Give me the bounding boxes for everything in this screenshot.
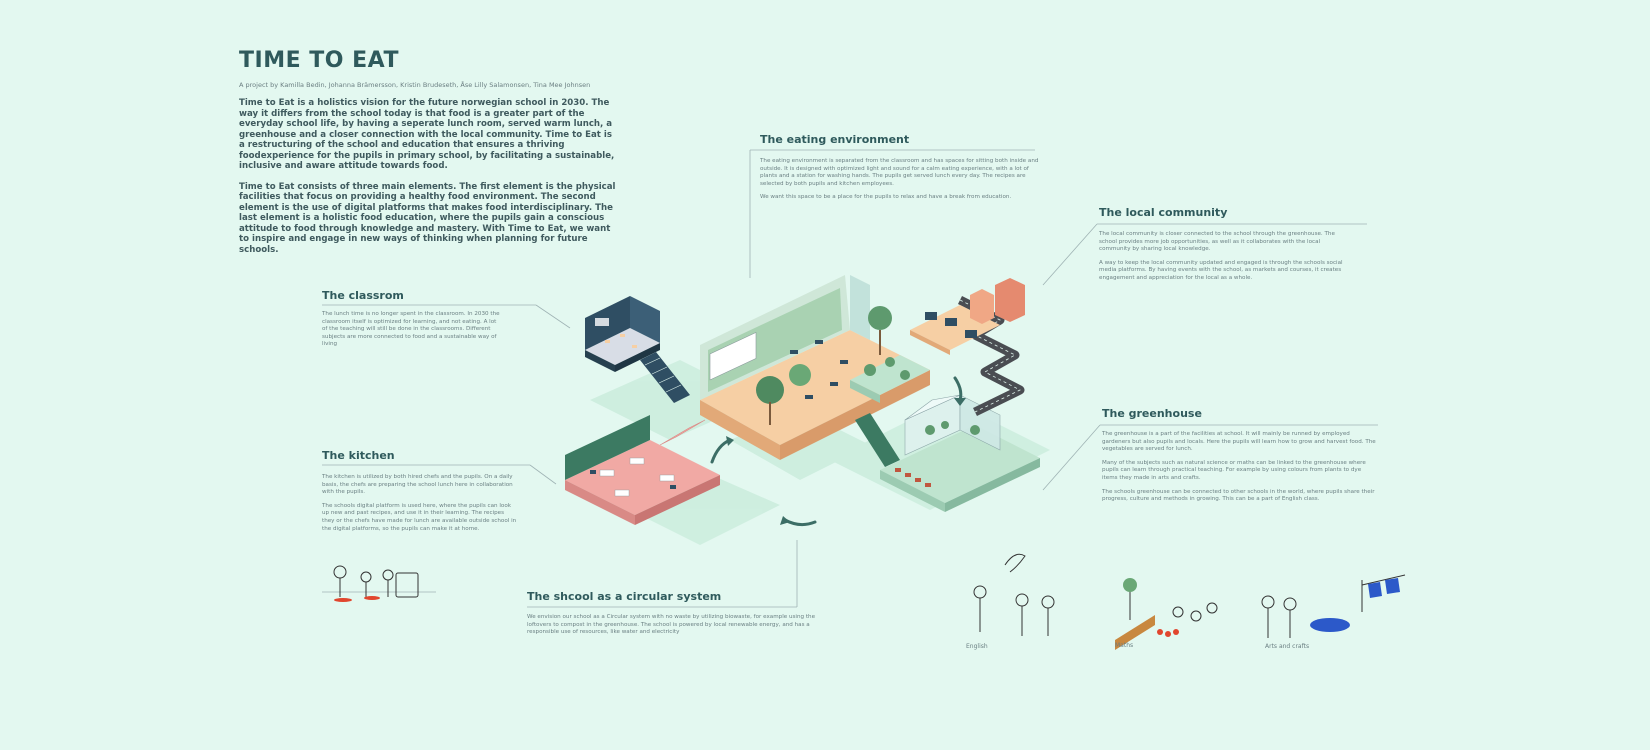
maths-sketch: [1115, 578, 1218, 650]
intro-paragraph-2: Time to Eat consists of three main eleme…: [239, 181, 616, 255]
circular-system-title: The shcool as a circular system: [527, 590, 722, 603]
local-community-paragraph: A way to keep the local community update…: [1099, 259, 1343, 281]
greenhouse-paragraph: The greenhouse is a part of the faciliti…: [1102, 431, 1376, 453]
connector-lines: [322, 149, 1378, 608]
arts-crafts-sketch: [1261, 574, 1406, 638]
arrow-heads: [726, 398, 966, 525]
classroom-text: The lunch time is no longer spent in the…: [322, 311, 502, 355]
greenhouse-paragraph: Many of the subjects such as natural sci…: [1102, 459, 1366, 481]
eating-environment-building: [700, 275, 930, 460]
outdoor-seating-platform: [850, 355, 930, 403]
greenhouse-paragraph: The schools greenhouse can be connected …: [1102, 488, 1375, 503]
greenhouse-title: The greenhouse: [1102, 407, 1202, 420]
arts-crafts-label: Arts and crafts: [1265, 643, 1310, 650]
authors-line: A project by Kamilla Bedin, Johanna Bräm…: [239, 81, 591, 89]
eating-environment-paragraph: The eating environment is separated from…: [760, 158, 1039, 187]
kitchen-paragraph: The schools digital platform is used her…: [322, 502, 517, 532]
circular-system-text: We envision our school as a Circular sys…: [527, 614, 817, 643]
english-label: English: [966, 643, 988, 650]
kitchen-title: The kitchen: [322, 449, 395, 462]
classroom-building: [585, 296, 690, 403]
local-community-title: The local community: [1099, 206, 1228, 219]
greenhouse-building: [855, 394, 1040, 512]
eating-environment-paragraph: We want this space to be a place for the…: [760, 194, 1012, 201]
local-community-paragraph: The local community is closer connected …: [1099, 231, 1335, 253]
kitchen-paragraph: The kitchen is utilized by both hired ch…: [322, 474, 513, 496]
kitchen-text: The kitchen is utilized by both hired ch…: [322, 474, 517, 539]
page-title: TIME TO EAT: [239, 48, 399, 73]
circular-system-paragraph: We envision our school as a Circular sys…: [527, 614, 816, 636]
greenhouse-text: The greenhouse is a part of the faciliti…: [1102, 431, 1377, 510]
local-community-text: The local community is closer connected …: [1099, 231, 1349, 289]
eating-environment-text: The eating environment is separated from…: [760, 158, 1040, 208]
classroom-paragraph: The lunch time is no longer spent in the…: [322, 311, 500, 348]
local-community-village: [910, 278, 1025, 355]
intro-text: Time to Eat is a holistics vision for th…: [239, 98, 619, 265]
eating-environment-title: The eating environment: [760, 133, 910, 146]
maths-label: Maths: [1115, 642, 1134, 649]
kitchen-sketch: [333, 565, 419, 602]
intro-paragraph-1: Time to Eat is a holistics vision for th…: [239, 98, 615, 171]
english-sketch: [973, 553, 1055, 636]
kitchen-building: [565, 415, 720, 525]
road-to-community: [957, 295, 1025, 417]
classroom-title: The classrom: [322, 289, 404, 302]
